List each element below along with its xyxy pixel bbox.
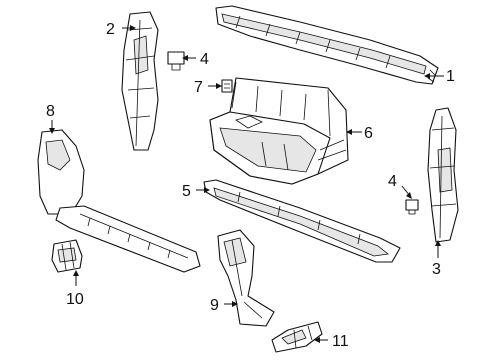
leader-lines <box>49 25 444 343</box>
part-5-lower-baffle <box>203 179 401 263</box>
part-8-left-support <box>37 129 201 273</box>
callout-3: 3 <box>432 261 441 278</box>
part-1-upper-baffle <box>215 5 439 85</box>
part-2-left-deflector <box>121 11 159 151</box>
callout-2: 2 <box>106 21 115 38</box>
callout-9: 9 <box>210 297 219 314</box>
callout-6: 6 <box>364 125 373 142</box>
callout-8: 8 <box>46 103 55 120</box>
part-4-clip-lower <box>405 199 419 215</box>
callout-4-upper: 4 <box>200 51 209 68</box>
callout-11: 11 <box>332 333 349 350</box>
part-9-center-support <box>217 229 275 327</box>
part-3-right-deflector <box>427 107 459 243</box>
part-6-air-duct <box>209 77 349 185</box>
part-11-lower-bracket <box>271 321 323 353</box>
callout-5: 5 <box>182 183 191 200</box>
part-7-fastener <box>221 79 233 93</box>
callout-4-lower: 4 <box>388 173 397 190</box>
callout-7: 7 <box>194 79 203 96</box>
callout-10: 10 <box>66 291 84 308</box>
callout-1: 1 <box>446 68 455 85</box>
part-10-bracket <box>51 239 83 273</box>
callout-labels: 1 2 3 4 4 5 6 7 8 9 10 11 <box>46 21 455 350</box>
part-4-clip-upper <box>167 51 185 71</box>
